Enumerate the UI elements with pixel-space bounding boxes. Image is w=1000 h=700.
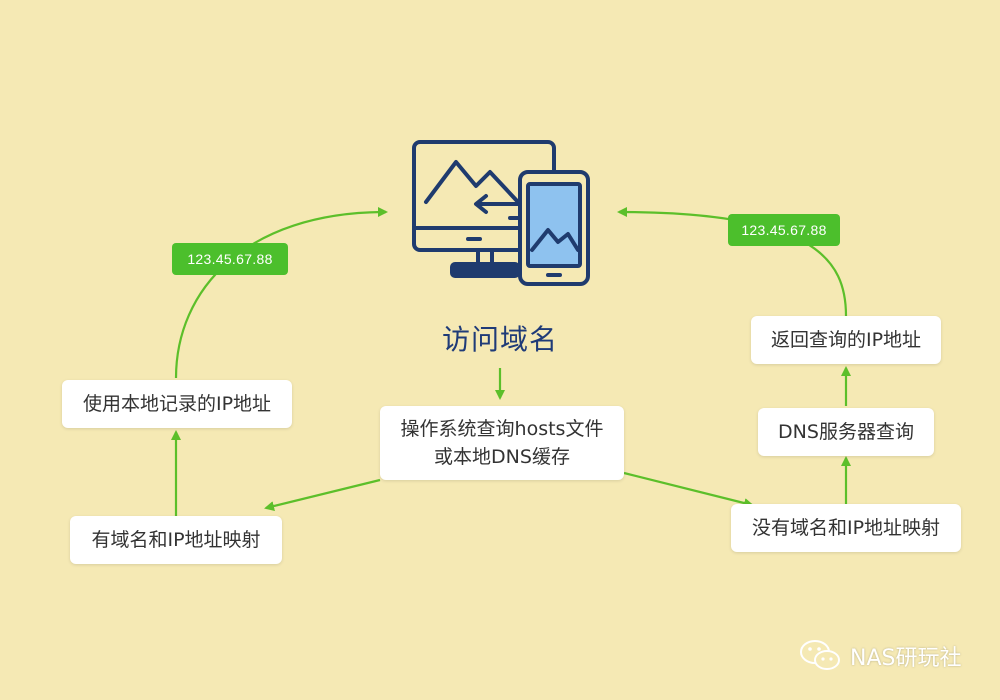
node-no-mapping: 没有域名和IP地址映射 <box>731 504 961 552</box>
watermark-text: NAS研玩社 <box>850 646 962 671</box>
diagram-title: 访问域名 <box>441 323 558 356</box>
arrow-left-to-computer <box>174 207 388 379</box>
wechat-icon <box>800 640 840 670</box>
node-has-mapping: 有域名和IP地址映射 <box>70 516 282 564</box>
ip-badge-left: 123.45.67.88 <box>172 243 288 275</box>
node-dns-query: DNS服务器查询 <box>758 408 934 456</box>
arrow-os-to-has-mapping <box>264 478 381 511</box>
ip-badge-right: 123.45.67.88 <box>728 214 840 246</box>
node-os-query: 操作系统查询hosts文件 或本地DNS缓存 <box>380 406 624 480</box>
computer-phone-icon <box>412 140 590 286</box>
node-use-local-ip: 使用本地记录的IP地址 <box>62 380 292 428</box>
watermark: NAS研玩社 <box>798 638 961 674</box>
arrow-os-to-no-mapping <box>623 471 754 508</box>
node-os-query-line2: 或本地DNS缓存 <box>434 446 570 468</box>
node-os-query-line1: 操作系统查询hosts文件 <box>400 418 604 440</box>
node-return-ip: 返回查询的IP地址 <box>751 316 941 364</box>
